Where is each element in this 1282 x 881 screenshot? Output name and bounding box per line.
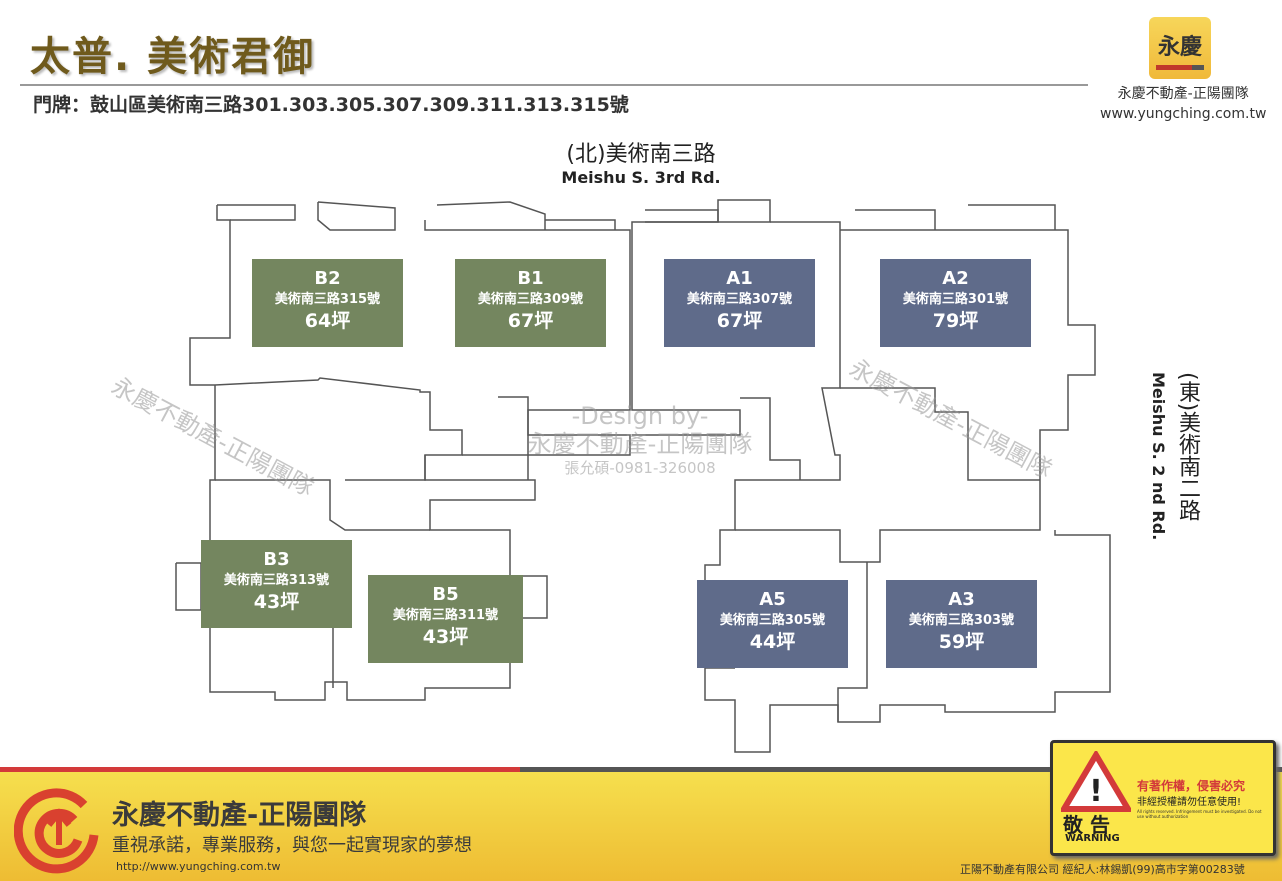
brand-name: 永慶不動產-正陽團隊 [1117,86,1249,102]
divider [20,84,1088,86]
watermark-contact: 張允碩-0981-326008 [564,459,716,477]
warning-title: 有著作權，侵害必究 [1137,779,1246,793]
footer-brand: 永慶不動產-正陽團隊 [112,800,367,831]
brand-url: www.yungching.com.tw [1100,106,1267,122]
yungching-swirl-logo-icon [14,788,99,874]
warning-triangle-icon: ! [1061,751,1131,812]
warning-big: 敬 告 [1063,813,1110,837]
watermark-design: -Design by- [571,402,709,430]
east-road-zh: (東)美術南二路 [1175,372,1200,522]
address-line: 門牌：鼓山區美術南三路301.303.305.307.309.311.313.3… [33,94,629,116]
north-road-en: Meishu S. 3rd Rd. [561,168,721,187]
warning-fine: All rights reserved. Infringement must b… [1137,809,1262,819]
footer-gray-bar [520,767,1282,772]
watermark-center-team: 永慶不動產-正陽團隊 [527,430,753,458]
svg-text:!: ! [1089,774,1103,809]
east-road-label: (東)美術南二路 Meishu S. 2 nd Rd. [1146,372,1203,572]
footer-company: 正陽不動產有限公司 經紀人:林錫凱(99)高市字第00283號 [960,863,1245,876]
watermark-center: -Design by-永慶不動產-正陽團隊張允碩-0981-326008 [490,402,790,478]
east-road-en: Meishu S. 2 nd Rd. [1149,372,1168,541]
footer-red-bar [0,767,520,772]
logo-text: 永慶 [1157,35,1202,60]
north-road-zh: (北)美術南三路 [566,142,716,167]
yungching-logo: 永慶 [1149,17,1211,79]
page-title: 太普. 美術君御 [30,34,316,80]
warning-sub: 非經授權請勿任意使用! [1137,797,1242,808]
footer-url[interactable]: http://www.yungching.com.tw [116,860,281,873]
warning-en: WARNING [1065,833,1120,844]
brand-block: 永慶不動產-正陽團隊 www.yungching.com.tw [1100,84,1266,124]
footer-slogan: 重視承諾，專業服務，與您一起實現家的夢想 [112,835,472,856]
copyright-warning: ! 敬 告 WARNING 有著作權，侵害必究 非經授權請勿任意使用! All … [1050,740,1276,856]
